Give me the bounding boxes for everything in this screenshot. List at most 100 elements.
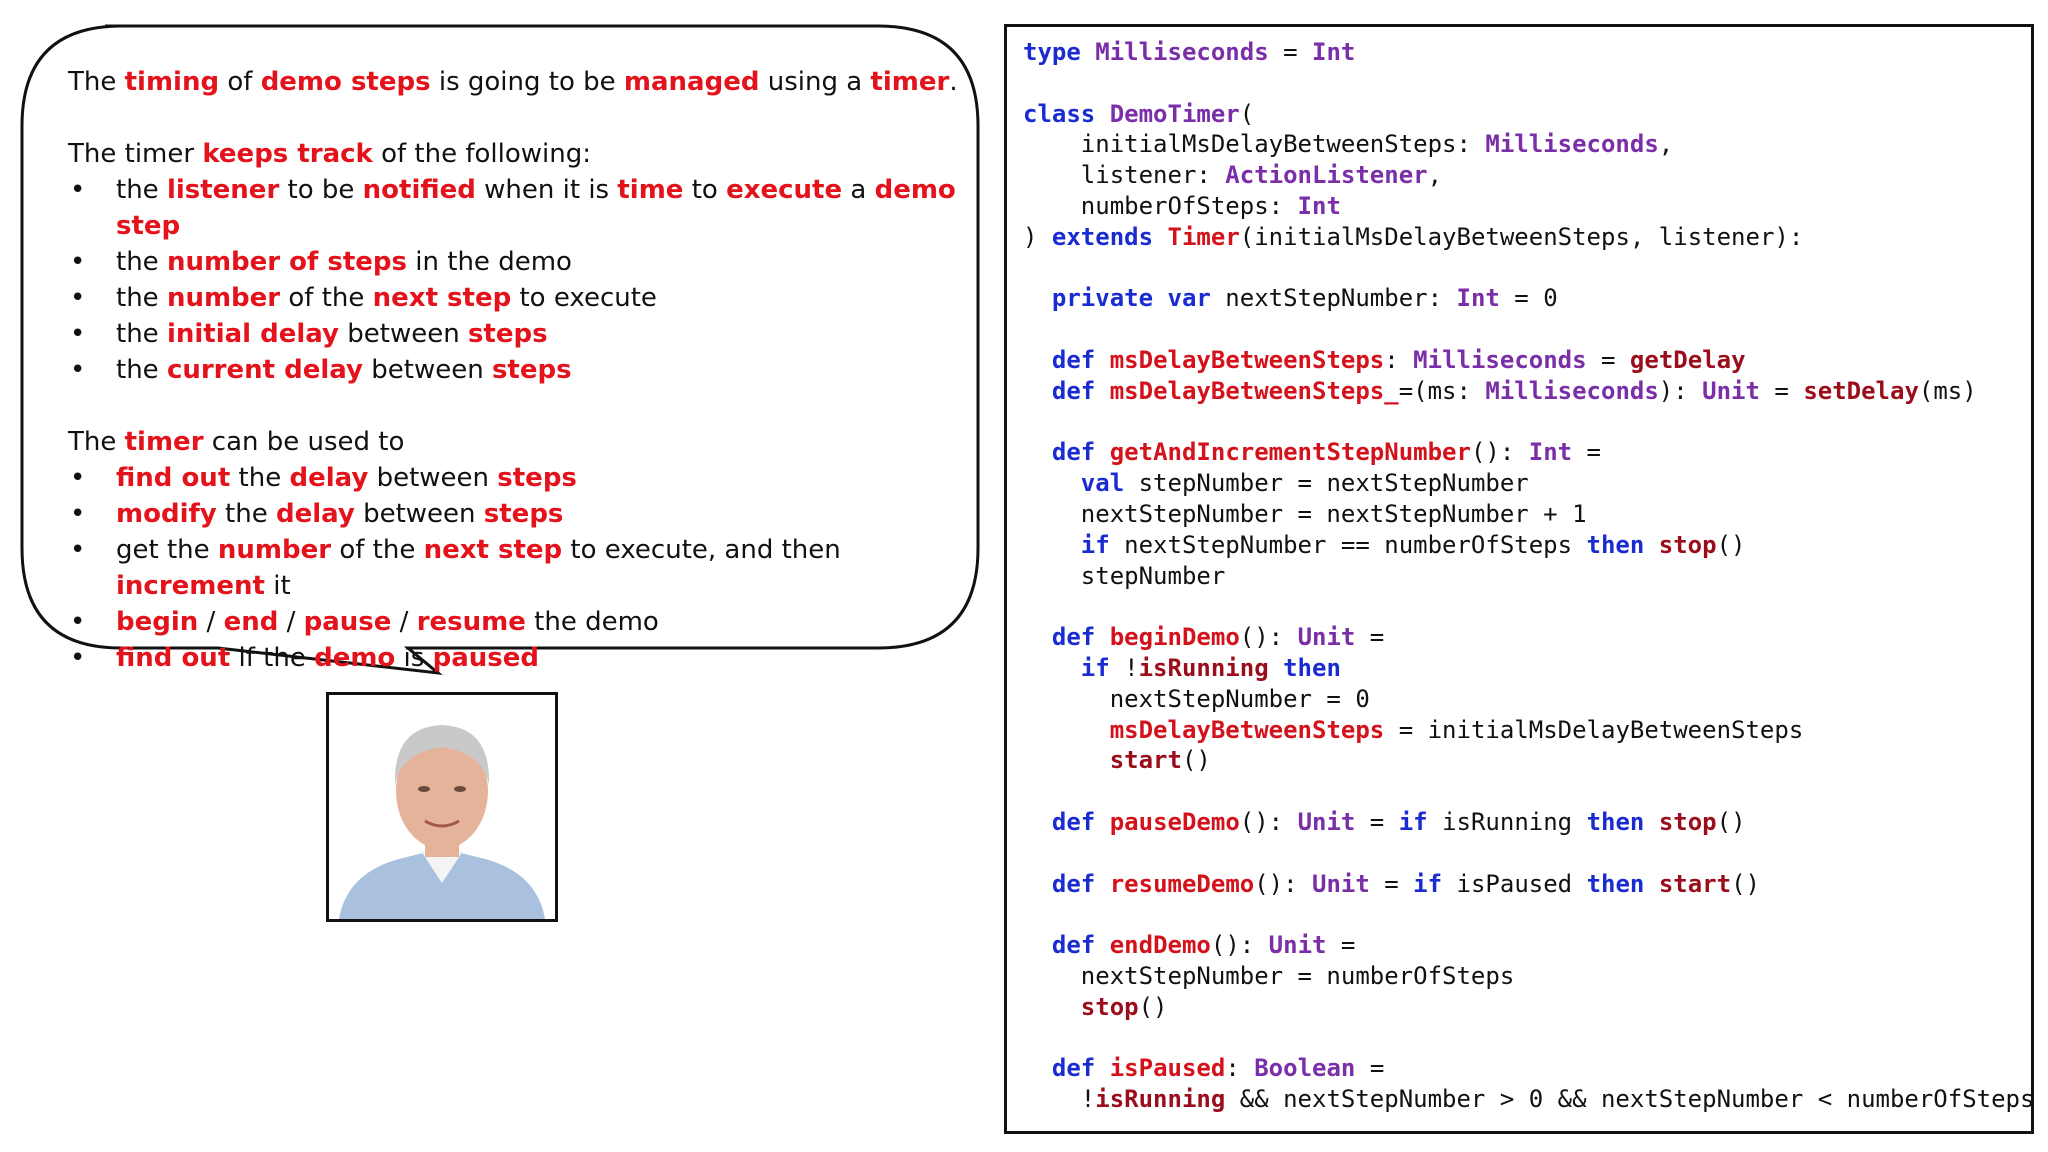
code-line: def endDemo(): Unit = xyxy=(1023,930,2034,961)
highlighted-term: end xyxy=(223,607,279,637)
code-line xyxy=(1023,899,2034,930)
code-token: =(ms: xyxy=(1398,376,1486,405)
text-segment: get the xyxy=(116,535,218,565)
code-token: () xyxy=(1716,807,1746,836)
highlighted-term: steps xyxy=(467,319,548,349)
code-line xyxy=(1023,253,2034,284)
code-token: (): xyxy=(1239,807,1298,836)
code-token: def xyxy=(1051,438,1096,467)
code-line: stop() xyxy=(1023,992,2034,1023)
code-token: (): xyxy=(1239,623,1298,652)
code-token: Milliseconds xyxy=(1485,376,1659,405)
code-token: nextStepNumber = nextStepNumber + 1 xyxy=(1023,499,1587,528)
highlighted-term: resume xyxy=(416,607,526,637)
code-token: Milliseconds xyxy=(1095,38,1269,66)
code-token xyxy=(1153,223,1167,251)
text-segment: using a xyxy=(759,67,871,97)
code-token: ActionListener xyxy=(1225,161,1428,190)
tracked-items-list: the listener to be notified when it is t… xyxy=(68,172,968,388)
code-token: && nextStepNumber > 0 && nextStepNumber … xyxy=(1225,1085,2035,1114)
code-token: = initialMsDelayBetweenSteps xyxy=(1384,715,1804,744)
code-token xyxy=(1081,38,1095,66)
code-token: stop xyxy=(1658,807,1717,836)
bullet-item: the number of steps in the demo xyxy=(68,244,968,280)
code-token: def xyxy=(1051,376,1096,405)
code-token xyxy=(1644,870,1658,898)
code-token: ): xyxy=(1658,376,1703,405)
code-token xyxy=(1095,438,1109,466)
code-line: listener: ActionListener, xyxy=(1023,160,2034,191)
code-token: numberOfSteps: xyxy=(1023,191,1298,220)
code-token: = xyxy=(1586,345,1630,374)
text-segment: . xyxy=(949,67,958,97)
code-token xyxy=(1023,808,1052,836)
highlighted-term: initial delay xyxy=(166,319,339,349)
code-line: stepNumber xyxy=(1023,561,2034,592)
highlighted-term: execute xyxy=(726,175,843,205)
code-line: msDelayBetweenSteps = initialMsDelayBetw… xyxy=(1023,715,2034,746)
code-token: () xyxy=(1138,992,1168,1021)
code-token: def xyxy=(1051,931,1096,960)
code-token: = xyxy=(1759,376,1804,405)
code-token: Int xyxy=(1456,284,1500,313)
highlighted-term: timer xyxy=(870,67,950,97)
code-line: nextStepNumber = nextStepNumber + 1 xyxy=(1023,499,2034,530)
code-token xyxy=(1095,623,1109,651)
code-token: endDemo xyxy=(1109,931,1211,960)
code-token: = xyxy=(1369,869,1414,898)
code-token: stepNumber = nextStepNumber xyxy=(1124,469,1529,498)
uses-list: find out the delay between stepsmodify t… xyxy=(68,460,968,676)
text-segment: in the demo xyxy=(407,247,572,277)
code-token: def xyxy=(1051,623,1096,652)
bullet-item: get the number of the next step to execu… xyxy=(68,532,968,604)
code-token: if xyxy=(1398,807,1428,836)
person-portrait-icon xyxy=(329,695,555,919)
bullet-item: begin / end / pause / resume the demo xyxy=(68,604,968,640)
text-segment: / xyxy=(391,607,417,637)
code-token: if xyxy=(1413,869,1443,898)
text-segment: between xyxy=(354,499,484,529)
code-line: def getAndIncrementStepNumber(): Int = xyxy=(1023,437,2034,468)
code-token: msDelayBetweenSteps_ xyxy=(1109,376,1399,405)
uses-heading: The timer can be used to xyxy=(68,424,968,460)
code-line: numberOfSteps: Int xyxy=(1023,191,2034,222)
code-token: msDelayBetweenSteps xyxy=(1109,715,1385,744)
code-token: (initialMsDelayBetweenSteps, listener): xyxy=(1239,222,1804,251)
text-segment: when it is xyxy=(475,175,618,205)
code-line: def isPaused: Boolean = xyxy=(1023,1053,2034,1084)
text-segment: the xyxy=(116,175,167,205)
code-token: val xyxy=(1080,469,1125,498)
code-token xyxy=(1095,1054,1109,1082)
highlighted-term: listener xyxy=(166,175,280,205)
code-token: Timer xyxy=(1167,222,1240,251)
code-token xyxy=(1023,931,1052,959)
code-token xyxy=(1023,438,1052,466)
code-token xyxy=(1095,870,1109,898)
code-token: msDelayBetweenSteps xyxy=(1109,345,1385,374)
highlighted-term: demo step xyxy=(116,175,956,241)
code-token: , xyxy=(1427,161,1443,190)
highlighted-term: steps xyxy=(491,355,572,385)
text-segment: if the xyxy=(230,643,315,673)
text-segment: / xyxy=(278,607,304,637)
code-token: isRunning xyxy=(1138,653,1269,682)
text-segment: the xyxy=(116,283,167,313)
code-token xyxy=(1095,100,1109,128)
code-line xyxy=(1023,1023,2034,1054)
text-segment: of the xyxy=(331,535,424,565)
speech-bubble-text: The timing of demo steps is going to be … xyxy=(68,64,968,676)
text-segment: to execute, and then xyxy=(562,535,841,565)
code-token xyxy=(1023,377,1052,405)
code-token: (): xyxy=(1210,931,1269,960)
code-line xyxy=(1023,68,2034,99)
code-token: = xyxy=(1572,438,1602,467)
code-token xyxy=(1269,654,1283,682)
code-token: def xyxy=(1051,869,1096,898)
text-segment: / xyxy=(198,607,224,637)
code-token: : xyxy=(1384,345,1414,374)
highlighted-term: modify xyxy=(116,499,217,529)
code-token xyxy=(1023,531,1081,559)
code-token: def xyxy=(1051,807,1096,836)
highlighted-term: current delay xyxy=(166,355,363,385)
code-token: (): xyxy=(1470,438,1529,467)
